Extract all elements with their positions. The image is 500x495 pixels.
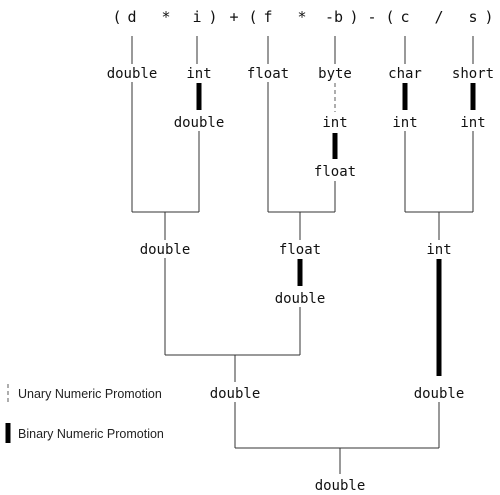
legend: Unary Numeric Promotion Binary Numeric P… (5, 384, 164, 443)
operator-divide: / (434, 8, 443, 26)
type-label-i-promoted: double (174, 115, 225, 131)
type-label-group-1: double (140, 242, 191, 258)
operator-multiply-2: * (297, 8, 306, 26)
type-label-group-3: int (426, 242, 451, 258)
type-label-group-3-promoted: double (414, 386, 465, 402)
type-labels: double int double float byte int float c… (107, 66, 494, 494)
operand-neg-b: -b (325, 8, 343, 26)
legend-unary-label: Unary Numeric Promotion (18, 387, 162, 401)
operator-multiply-1: * (161, 8, 170, 26)
paren-close-2: ) (349, 8, 358, 26)
expression: ( d * i ) + ( f * -b ) - ( c / s ) (112, 8, 493, 26)
paren-close-1: ) (208, 8, 217, 26)
type-label-c-promoted: int (392, 115, 417, 131)
type-label-s-promoted: int (460, 115, 485, 131)
operand-f: f (263, 8, 272, 26)
type-label-c: char (388, 66, 422, 82)
operator-plus: + (229, 8, 238, 26)
type-label-b: byte (318, 66, 352, 82)
type-label-group-2-promoted: double (275, 291, 326, 307)
paren-open-2: ( (248, 8, 257, 26)
type-label-group-2: float (279, 242, 321, 258)
operand-i: i (192, 8, 201, 26)
legend-binary-label: Binary Numeric Promotion (18, 427, 164, 441)
type-label-d: double (107, 66, 158, 82)
type-label-s: short (452, 66, 494, 82)
operand-d: d (127, 8, 136, 26)
paren-open-3: ( (385, 8, 394, 26)
type-label-i: int (186, 66, 211, 82)
type-label-sum: double (210, 386, 261, 402)
paren-open-1: ( (112, 8, 121, 26)
type-label-b-binary: float (314, 164, 356, 180)
type-label-final: double (315, 478, 366, 494)
type-label-f: float (247, 66, 289, 82)
operand-c: c (400, 8, 409, 26)
operator-minus: - (367, 8, 376, 26)
tree-connectors (131, 36, 476, 474)
type-label-b-unary: int (322, 115, 347, 131)
paren-close-3: ) (484, 8, 493, 26)
operand-s: s (468, 8, 477, 26)
